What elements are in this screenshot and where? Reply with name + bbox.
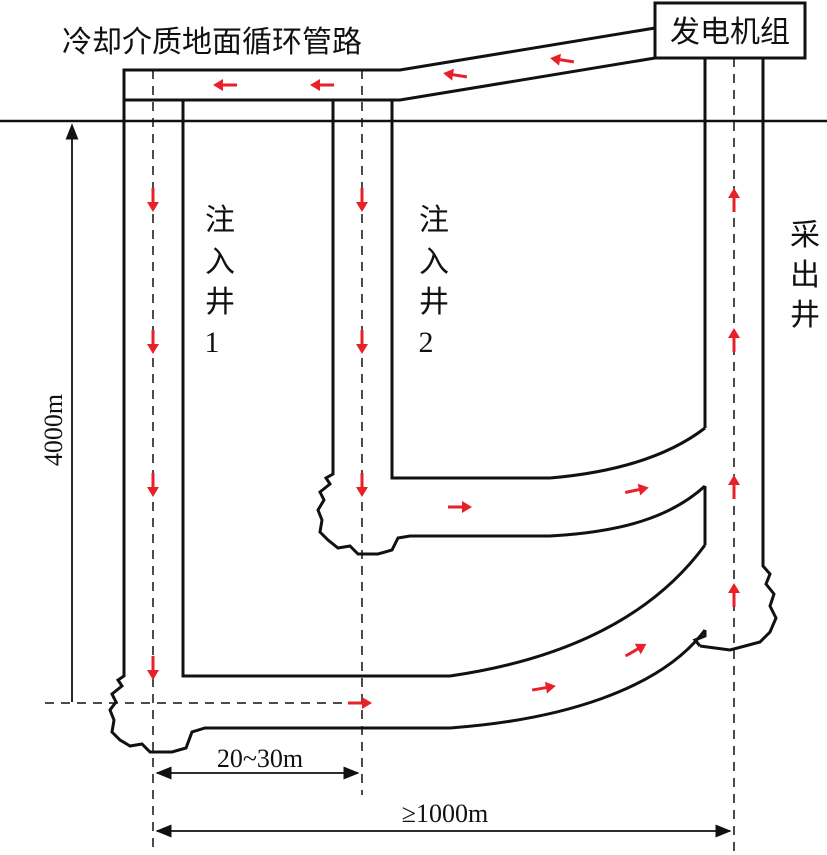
well-2-char-3: 井: [419, 285, 449, 320]
prod-char-2: 出: [790, 258, 820, 293]
production-well-label: 采 出 井: [790, 218, 820, 333]
well-2-char-1: 注: [419, 203, 449, 238]
well-2-char-2: 入: [419, 245, 449, 280]
flow-arrow: [728, 475, 740, 499]
generator-box: 发电机组: [653, 1, 807, 60]
flow-arrow: [728, 328, 740, 352]
flow-arrow: [147, 188, 159, 212]
well-1-char-2: 入: [205, 245, 235, 280]
lower-branch-inner: [181, 100, 707, 678]
flow-arrow: [147, 473, 159, 497]
flow-arrow: [531, 681, 556, 694]
flow-arrow: [213, 79, 237, 91]
well-1-number: 1: [205, 326, 220, 359]
well-1-char-3: 井: [205, 285, 235, 320]
flow-arrow: [310, 79, 334, 91]
prod-char-3: 井: [790, 298, 820, 333]
middle-branch-inner: [390, 100, 706, 480]
flow-arrow: [728, 188, 740, 212]
flow-arrow: [624, 483, 649, 496]
flow-arrow: [147, 330, 159, 354]
surface-pipe: [122, 26, 656, 121]
flow-arrow: [356, 330, 368, 354]
prod-char-1: 采: [790, 218, 820, 253]
spacing-label: 20~30m: [217, 744, 303, 773]
injection-well-1-label: 注 入 井 1: [205, 203, 236, 359]
pipe-title: 冷却介质地面循环管路: [62, 25, 362, 60]
centre-lines: [45, 58, 735, 852]
flow-arrow: [624, 643, 647, 658]
flow-arrows: [147, 53, 740, 709]
injection-well-2-label: 注 入 井 2: [419, 203, 450, 359]
flow-arrow: [356, 188, 368, 212]
flow-arrow: [356, 473, 368, 497]
depth-label: 4000m: [39, 394, 68, 466]
injection-well-1: [108, 100, 707, 754]
well-2-number: 2: [419, 326, 434, 359]
distance-label: ≥1000m: [402, 799, 489, 828]
flow-arrow: [728, 583, 740, 607]
flow-arrow: [443, 68, 468, 81]
injection-well-2: [316, 100, 707, 556]
well-1-char-1: 注: [205, 203, 235, 238]
generator-label: 发电机组: [670, 15, 790, 50]
flow-arrow: [550, 53, 575, 66]
flow-arrow: [348, 697, 372, 709]
flow-arrow: [147, 656, 159, 680]
production-well-left: [692, 58, 707, 647]
flow-arrow: [448, 501, 472, 513]
production-well-right: [699, 58, 778, 652]
